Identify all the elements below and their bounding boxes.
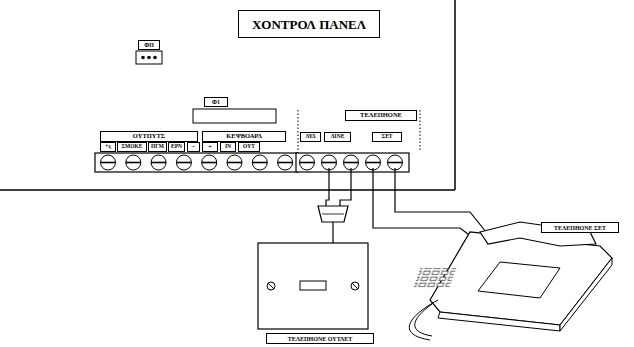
label-text: ΚΕΨΒΟΑΡΔ	[226, 133, 261, 140]
label-text: ΣΕΤ	[382, 134, 393, 140]
terminal-label: −	[187, 142, 200, 152]
label-text: ΦΠ	[144, 42, 154, 48]
panel-title-box: ΧΟΝΤΡΟΛ ΠΑΝΕΛ	[238, 10, 380, 38]
label-text: ΣΜΟΚΕ	[121, 144, 142, 150]
label-text: ΟΥΤ	[243, 144, 255, 150]
terminal-label: ΟΥΤ	[238, 142, 260, 152]
label-text: ΙΝ	[225, 144, 231, 150]
label-text: ΟΥΤΠΥΤΣ	[133, 133, 165, 140]
label-text: ΤΕΛΕΠΗΟΝΕ	[360, 112, 402, 119]
label-text: +ς	[105, 144, 110, 150]
outlet-caption: ΤΕΛΕΠΗΟΝΕ ΟΥΤΛΕΤ	[266, 333, 374, 344]
terminal-label: +	[202, 142, 218, 152]
terminal-label: ΣΕΤ	[372, 132, 402, 142]
label-text: ΤΕΛΕΠΗΟΝΕ ΣΕΤ	[554, 225, 606, 231]
terminal-label: ΠΓΜ	[148, 142, 167, 152]
label-text: ΧΟΝΤΡΟΛ ΠΑΝΕΛ	[252, 18, 366, 31]
terminal-label: ΣΜΟΚΕ	[117, 142, 147, 152]
label-text: −	[192, 144, 196, 151]
component-label: Φ1	[204, 97, 228, 107]
terminal-group-label: ΟΥΤΠΥΤΣ	[100, 131, 198, 142]
label-text: ΛΥΔ	[305, 134, 315, 140]
terminal-label: ΕΡΝ	[168, 142, 185, 152]
label-text: ΤΕΛΕΠΗΟΝΕ ΟΥΤΛΕΤ	[288, 336, 353, 342]
connector-label: ΦΠ	[138, 40, 160, 50]
terminal-group-label: ΚΕΨΒΟΑΡΔ	[202, 131, 286, 142]
terminal-label: ΛΙΝΕ	[324, 132, 351, 142]
label-text: +	[208, 144, 212, 151]
label-text: ΕΡΝ	[171, 144, 182, 150]
label-text: ΛΙΝΕ	[331, 134, 345, 140]
phone-caption: ΤΕΛΕΠΗΟΝΕ ΣΕΤ	[541, 222, 619, 233]
terminal-label: ΛΥΔ	[300, 132, 321, 142]
terminal-group-label: ΤΕΛΕΠΗΟΝΕ	[345, 110, 417, 121]
label-text: ΠΓΜ	[151, 144, 164, 150]
label-text: Φ1	[212, 99, 220, 105]
terminal-label: ΙΝ	[220, 142, 236, 152]
terminal-label: +ς	[100, 142, 116, 152]
